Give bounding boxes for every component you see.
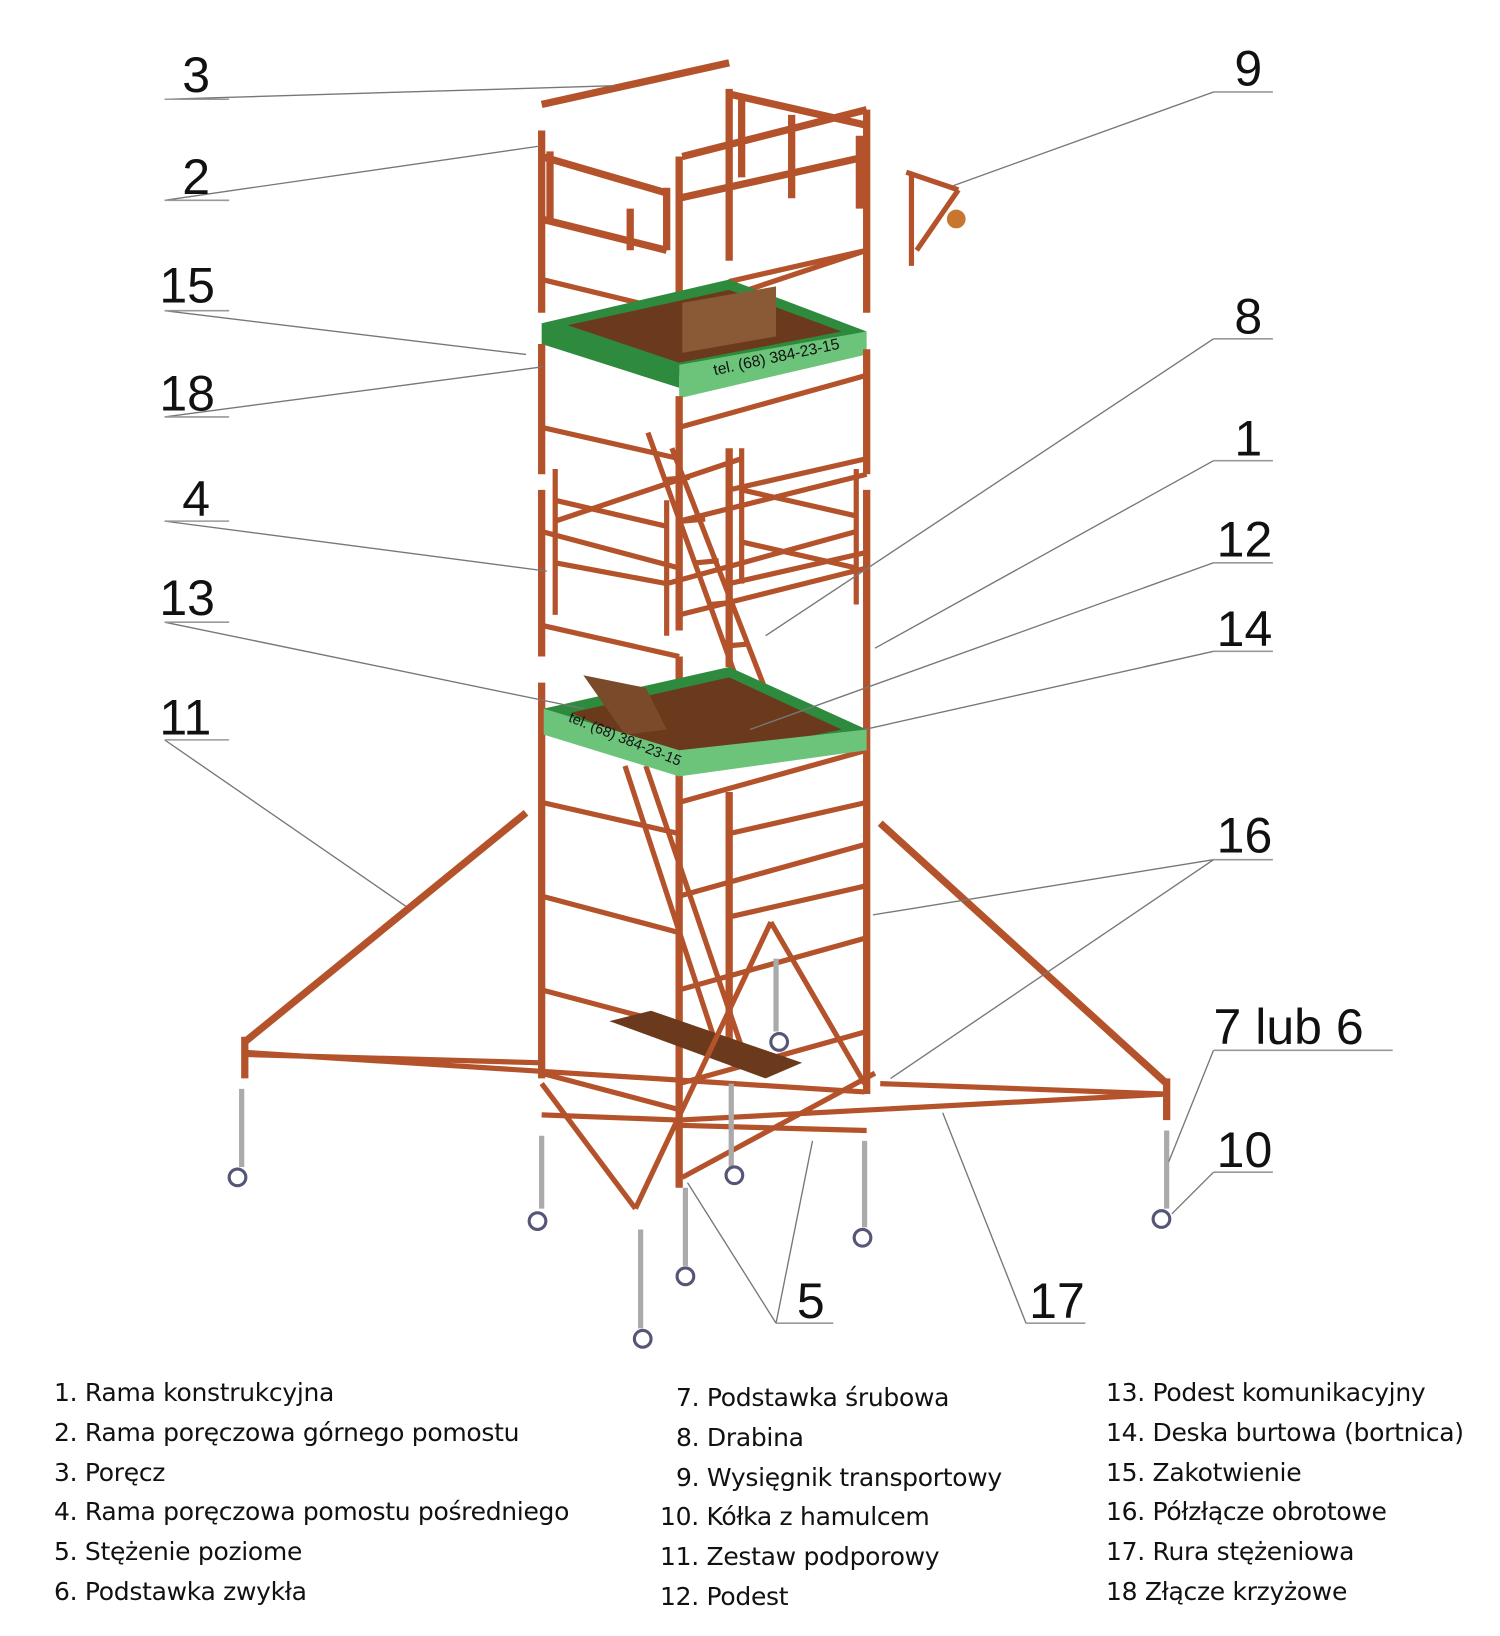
underlines (164, 91, 1393, 1324)
callout-5: 5 (797, 1273, 825, 1329)
pulley-icon (946, 209, 966, 229)
legend-item: 12. Podest (660, 1581, 789, 1611)
legend-item: 17. Rura stężeniowa (1106, 1537, 1355, 1567)
callout-8: 8 (1234, 289, 1262, 345)
callout-2: 2 (182, 149, 210, 205)
wheel-icon (1151, 1209, 1172, 1229)
callout-10: 10 (1217, 1122, 1273, 1178)
callout-3: 3 (182, 47, 210, 103)
wheel-icon (769, 1032, 790, 1052)
legend-item: 1. Rama konstrukcyjna (54, 1378, 335, 1407)
legend-item: 13. Podest komunikacyjny (1106, 1378, 1426, 1407)
callout-9: 9 (1234, 41, 1262, 97)
wheel-icon (227, 1167, 248, 1188)
callout-1: 1 (1234, 411, 1262, 467)
legend-item: 7. Podstawka śrubowa (676, 1383, 950, 1412)
legend-item: 18 Złącze krzyżowe (1106, 1576, 1348, 1606)
callout-11: 11 (159, 690, 211, 746)
legend-item: 8. Drabina (676, 1422, 804, 1452)
callout-17: 17 (1029, 1273, 1085, 1329)
wheel-icon (852, 1227, 873, 1248)
callout-7-or-6: 7 lub 6 (1214, 999, 1364, 1055)
legend-column-3: 13. Podest komunikacyjny 14. Deska burto… (1106, 1378, 1464, 1617)
callout-18: 18 (159, 366, 215, 422)
legend-item: 2. Rama poręczowa górnego pomostu (54, 1417, 520, 1447)
legend-item: 14. Deska burtowa (bortnica) (1106, 1417, 1464, 1447)
callout-13: 13 (159, 570, 215, 626)
leader-lines (164, 85, 1215, 1324)
callout-14: 14 (1217, 601, 1273, 657)
legend-item: 5. Stężenie poziome (54, 1537, 303, 1567)
legend-item: 9. Wysięgnik transportowy (676, 1462, 1002, 1492)
callout-12: 12 (1217, 512, 1273, 568)
wheel-icon (724, 1165, 745, 1186)
legend-item: 4. Rama poręczowa pomostu pośredniego (54, 1497, 570, 1527)
callout-4: 4 (182, 471, 210, 527)
callouts: 3 2 15 18 4 13 11 9 8 1 12 14 16 7 lub 6… (159, 41, 1363, 1329)
callout-15: 15 (159, 257, 215, 313)
legend-item: 6. Podstawka zwykła (54, 1576, 307, 1606)
wheel-icon (632, 1328, 653, 1349)
legend-column-2: 7. Podstawka śrubowa 8. Drabina 9. Wysię… (660, 1383, 1002, 1622)
wheels (227, 958, 1172, 1349)
wheel-icon (675, 1266, 696, 1287)
legend-item: 10. Kółka z hamulcem (660, 1502, 930, 1532)
legend-item: 15. Zakotwienie (1106, 1457, 1302, 1487)
legend-item: 11. Zestaw podporowy (660, 1542, 940, 1572)
callout-16: 16 (1217, 807, 1273, 863)
legend-column-1: 1. Rama konstrukcyjna 2. Rama poręczowa … (54, 1378, 569, 1617)
wheel-icon (527, 1211, 548, 1232)
scaffold-tower: tel. (68) 384-23-15 tel. (68) 384-23-15 (227, 59, 1172, 1349)
legend-item: 16. Półzłącze obrotowe (1106, 1497, 1387, 1527)
legend-item: 3. Poręcz (54, 1457, 166, 1487)
